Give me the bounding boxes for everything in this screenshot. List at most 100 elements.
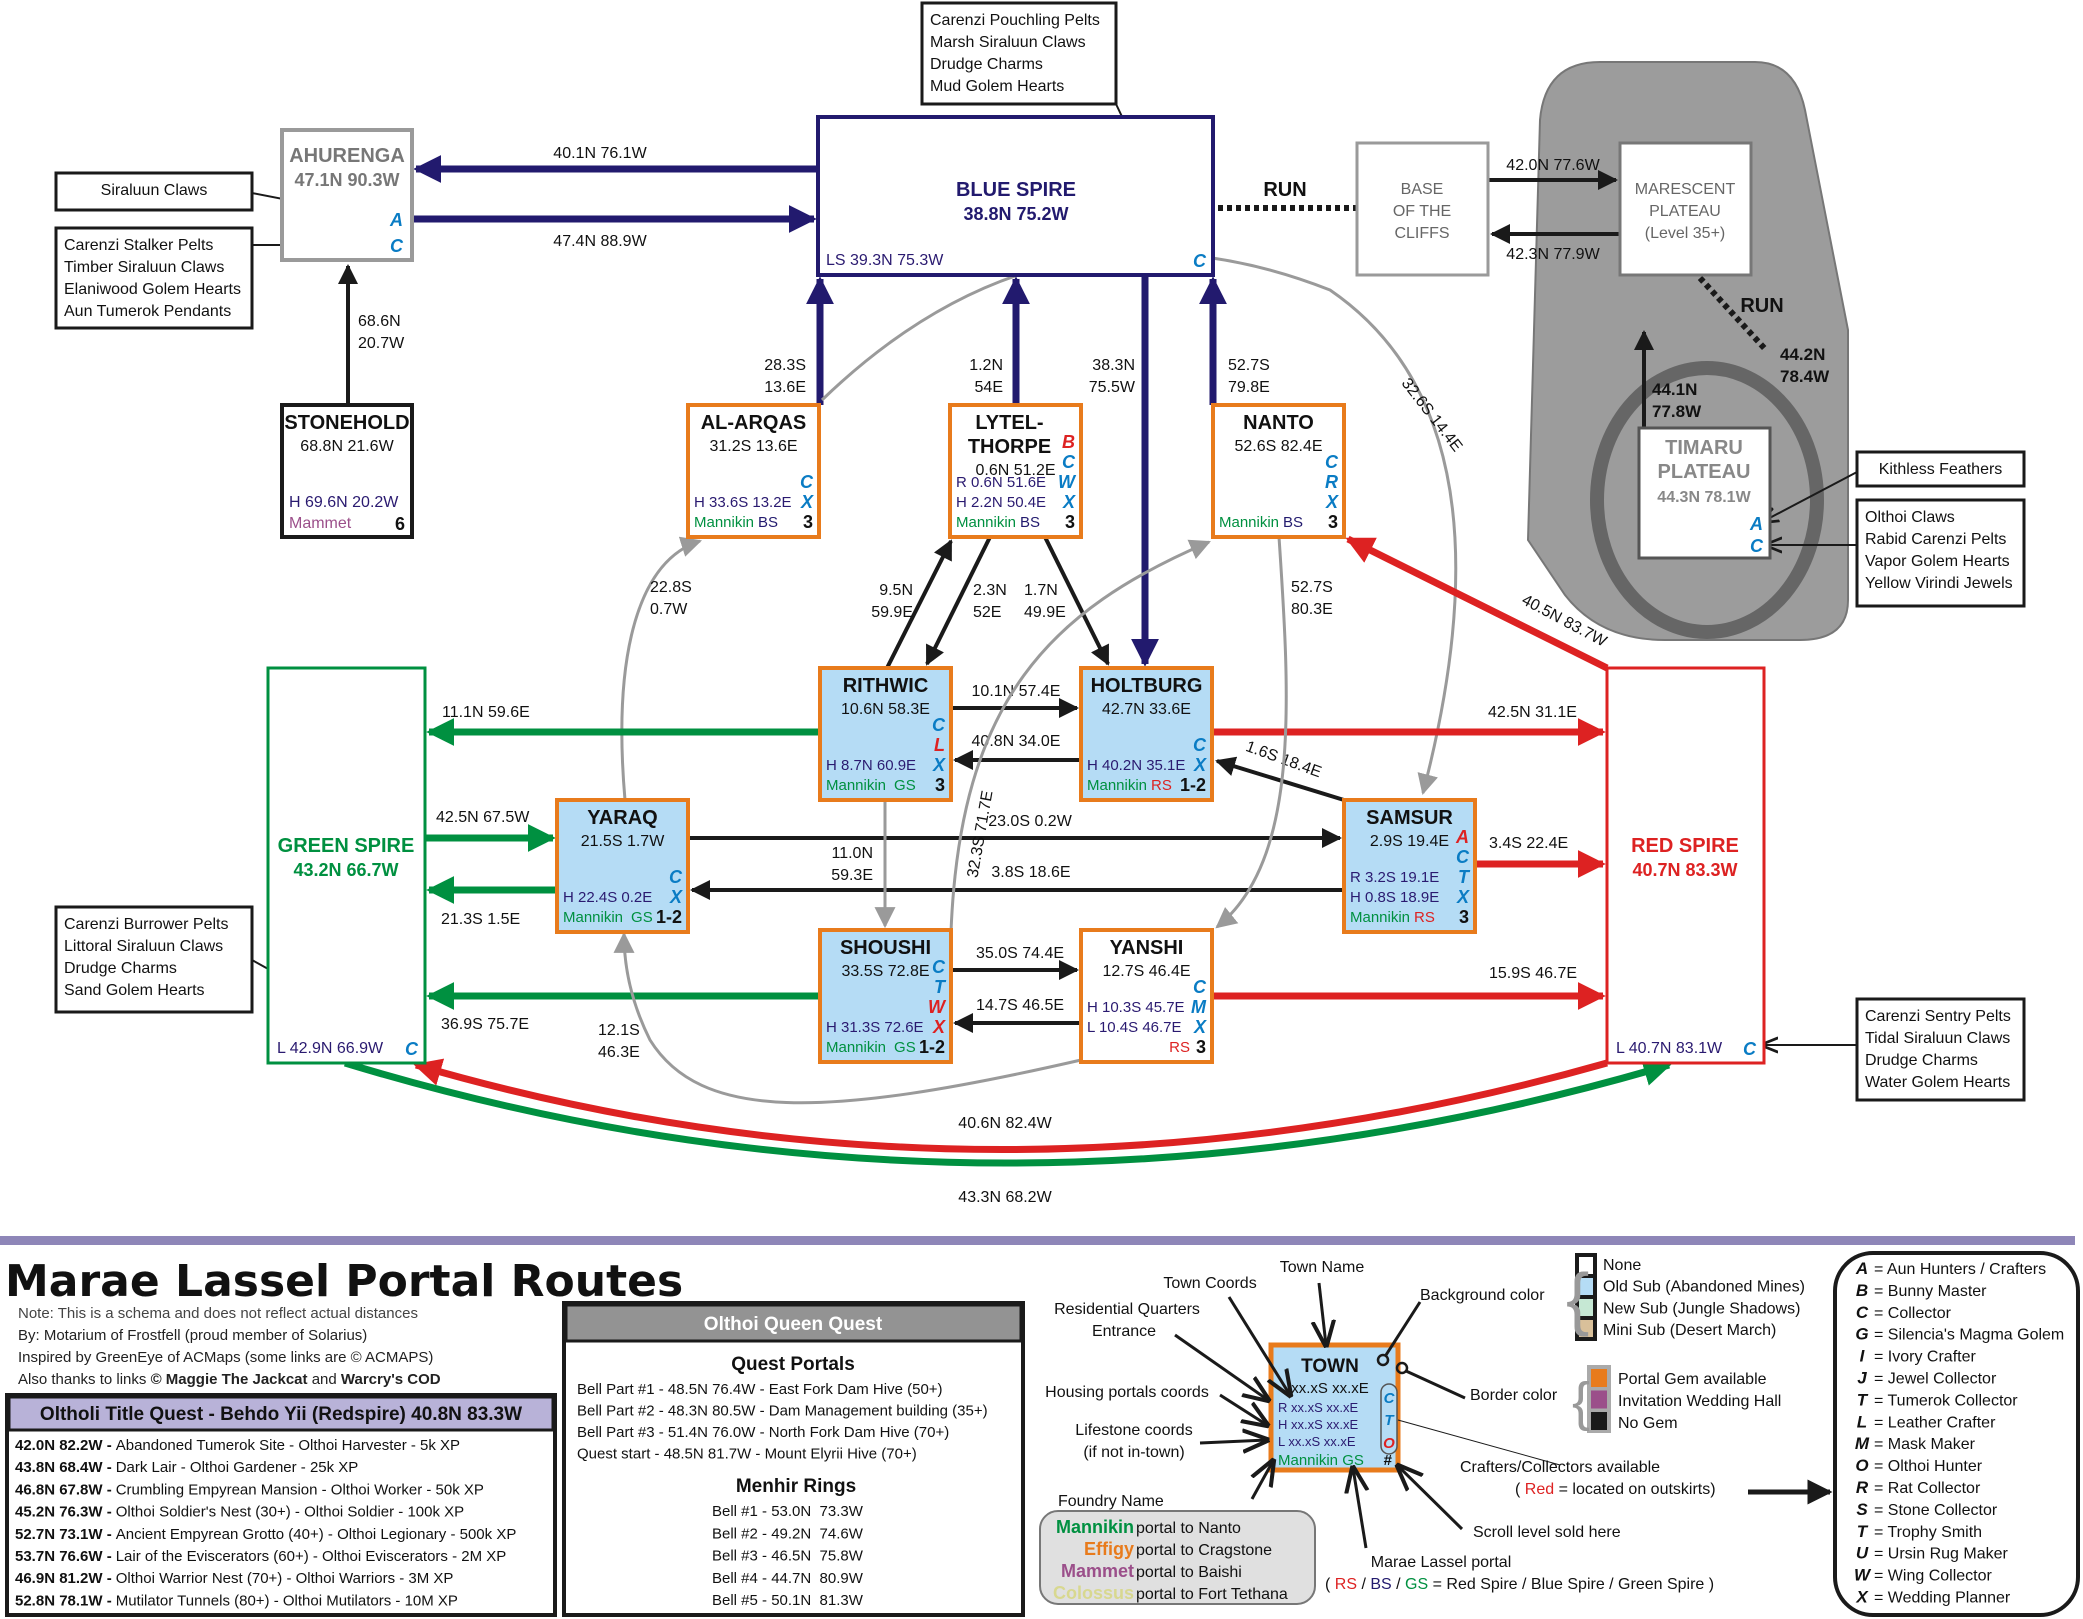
quest-description: Dark Lair - Olthoi Gardener - 25k XP	[116, 1459, 359, 1476]
town-coords: 10.6N 58.3E	[841, 701, 930, 718]
marae-portal-code: RS	[1151, 777, 1172, 794]
town-coords: 21.5S 1.7W	[581, 833, 666, 850]
marae-portal-code: GS	[631, 909, 653, 926]
crafter-letter: A	[1455, 827, 1469, 847]
crafter-letter: X	[1062, 492, 1076, 512]
title-quest-row: 46.8N 67.8W -Crumbling Empyrean Mansion …	[15, 1481, 484, 1498]
border-label: Portal Gem available	[1618, 1371, 1767, 1388]
foundry-legend-name: Colossus	[1053, 1583, 1134, 1603]
title-quest-row: 52.7N 73.1W -Ancient Empyrean Grotto (40…	[15, 1526, 516, 1543]
route-label: 42.3N 77.9W	[1506, 246, 1600, 263]
crafter-code-key: C	[1856, 1303, 1869, 1322]
crafter-code-value: = Wing Collector	[1874, 1568, 1992, 1585]
crafter-letter: X	[1193, 1017, 1207, 1037]
foundry-line: Mannikin GS	[563, 909, 653, 926]
legend-background-color: Background color	[1420, 1287, 1545, 1304]
crafter-letter: C	[932, 715, 946, 735]
crafter-letter: A	[1749, 514, 1763, 534]
foundry-name: Mannikin	[694, 514, 754, 531]
town-coords: 0.6N 51.2E	[975, 462, 1055, 479]
route-label: 42.0N 77.6W	[1506, 157, 1600, 174]
crafter-letter: T	[1458, 867, 1471, 887]
quest-portals-title: Quest Portals	[731, 1354, 855, 1375]
route: 40.8N 34.0E	[953, 733, 1081, 770]
town-coords: 68.8N 21.6W	[300, 438, 394, 455]
legend-housing: Housing portals coords	[1045, 1384, 1209, 1401]
quest-description: Crumbling Empyrean Mansion - Olthoi Work…	[116, 1481, 484, 1498]
legend-entrance: Entrance	[1092, 1323, 1156, 1340]
route: 3.8S 18.6E	[690, 864, 1344, 900]
scroll-level: 3	[803, 512, 813, 532]
quest-description: Lair of the Eviscerators (60+) - Olthoi …	[116, 1548, 507, 1565]
foundry-legend-name: Effigy	[1084, 1539, 1134, 1559]
quest-coords: 46.8N 67.8W -	[15, 1481, 112, 1498]
town-name: LYTEL-	[975, 412, 1043, 434]
legend-crafters: Crafters/Collectors available	[1460, 1459, 1660, 1476]
route: 43.3N 68.2W	[343, 1058, 1672, 1206]
crafter-letter: O	[1383, 1435, 1395, 1452]
foundry-line: RS	[1169, 1039, 1190, 1056]
sample-lifestone: L xx.xS xx.xE	[1278, 1434, 1356, 1449]
title-quest-row: 45.2N 76.3W -Olthoi Soldier's Nest (30+)…	[15, 1504, 464, 1521]
town-name: AHURENGA	[289, 145, 405, 167]
menhir-ring-row: Bell #2 - 49.2N 74.6W	[712, 1525, 864, 1542]
town-coords: 33.5S 72.8E	[841, 963, 929, 980]
scroll-level: 3	[1328, 512, 1338, 532]
quest-coords: 52.8N 78.1W -	[15, 1592, 112, 1609]
quest-coords: 53.7N 76.6W -	[15, 1548, 112, 1565]
foundry-name: Mannikin	[826, 1039, 886, 1056]
route-label: 14.7S 46.5E	[976, 997, 1064, 1014]
spire-coords: 43.2N 66.7W	[293, 860, 398, 880]
item-name: Littoral Siraluun Claws	[64, 938, 223, 955]
background-label: Mini Sub (Desert March)	[1603, 1322, 1776, 1339]
quest-coords: 42.0N 82.2W -	[15, 1437, 112, 1454]
foundry-legend-box	[1039, 1510, 1316, 1605]
item-name: Elaniwood Golem Hearts	[64, 281, 241, 298]
item-box: Kithless Feathers	[1855, 450, 2026, 488]
route-label: 42.5N 31.1E	[1488, 704, 1577, 721]
crafter-letter: T	[1384, 1412, 1395, 1429]
sample-town-name: TOWN	[1301, 1356, 1359, 1377]
foundry-legend-text: portal to Fort Tethana	[1136, 1586, 1288, 1603]
route: 15.9S 46.7E	[1213, 965, 1606, 1010]
town-name: THORPE	[968, 436, 1051, 458]
background-swatch-frame	[1575, 1253, 1597, 1341]
sample-town-coords: xx.xS xx.xE	[1291, 1380, 1369, 1397]
route-label: 35.0S 74.4E	[976, 945, 1064, 962]
thanks-prefix: Also thanks to links	[18, 1371, 146, 1388]
town-box	[1079, 928, 1214, 1064]
legend-portal-codes: ( RS / BS / GS = Red Spire / Blue Spire …	[1325, 1576, 1714, 1593]
title-quest-row: 42.0N 82.2W -Abandoned Tumerok Site - Ol…	[15, 1437, 460, 1454]
foundry-legend-text: portal to Cragstone	[1136, 1542, 1272, 1559]
crafter-letter: C	[1193, 977, 1207, 997]
title-quest-header: Oltholi Title Quest - Behdo Yii (Redspir…	[40, 1404, 522, 1425]
route-line	[613, 931, 1082, 1105]
legend-lifestone-sub: (if not in-town)	[1083, 1444, 1184, 1461]
crafter-letter: W	[1058, 472, 1077, 492]
route-label: 23.0S 0.2W	[988, 813, 1073, 830]
crafter-code-key: S	[1856, 1500, 1868, 1519]
item-name: Drudge Charms	[64, 960, 177, 977]
town-coords: 52.6S 82.4E	[1234, 438, 1322, 455]
border-label: Invitation Wedding Hall	[1618, 1393, 1781, 1410]
quest-description: Olthoi Warrior Nest (70+) - Olthoi Warri…	[116, 1570, 454, 1587]
crafter-letter: C	[1193, 735, 1207, 755]
route-line	[949, 539, 1211, 933]
sample-housing: H xx.xS xx.xE	[1278, 1417, 1359, 1432]
crafter-code-key: O	[1855, 1456, 1868, 1475]
town-name: NANTO	[1243, 412, 1314, 434]
foundry-name: Mannikin	[563, 909, 623, 926]
inspired-text: Inspired by GreenEye of ACMaps (some lin…	[18, 1349, 433, 1366]
town-name: YANSHI	[1110, 937, 1184, 959]
scroll-level: 3	[935, 775, 945, 795]
marae-portal-code: RS	[1414, 909, 1435, 926]
